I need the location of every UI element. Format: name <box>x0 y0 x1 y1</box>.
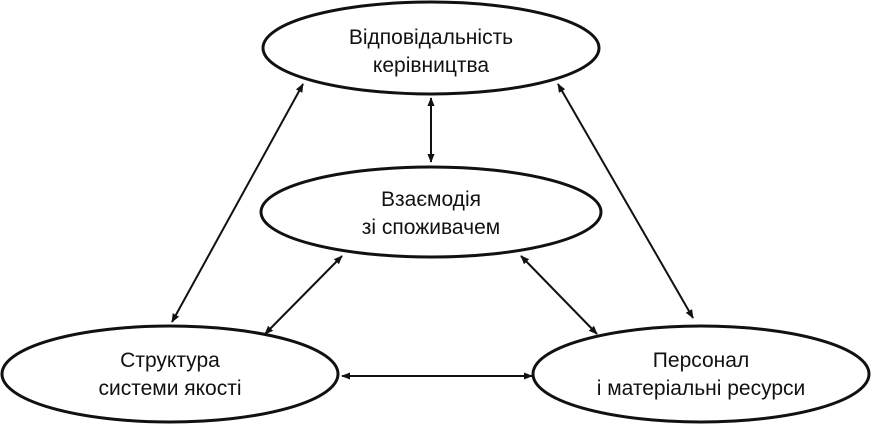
arrow-management-structure <box>171 83 304 323</box>
node-resources: Персонал і матеріальні ресурси <box>531 324 871 424</box>
node-management-label-line1: Відповідальність <box>349 26 513 49</box>
node-customer-label-line1: Взаємодія <box>381 188 481 211</box>
node-management: Відповідальність керівництва <box>261 0 601 96</box>
arrow-customer-structure <box>264 255 343 335</box>
node-structure-label-line1: Структура <box>120 349 220 372</box>
node-management-label-line2: керівництва <box>373 54 489 77</box>
node-customer-label-line2: зі споживачем <box>362 216 500 239</box>
node-structure-ellipse <box>0 324 340 424</box>
node-customer: Взаємодія зі споживачем <box>259 165 603 259</box>
node-resources-label-line2: і матеріальні ресурси <box>597 377 806 400</box>
node-structure: Структура системи якості <box>0 324 340 424</box>
node-resources-ellipse <box>531 324 871 424</box>
node-structure-label-line2: системи якості <box>98 377 241 400</box>
arrow-management-resources <box>557 83 694 319</box>
arrow-customer-resources <box>520 255 598 335</box>
node-management-ellipse <box>261 0 601 96</box>
node-resources-label-line1: Персонал <box>653 349 749 372</box>
node-customer-ellipse <box>259 165 603 259</box>
